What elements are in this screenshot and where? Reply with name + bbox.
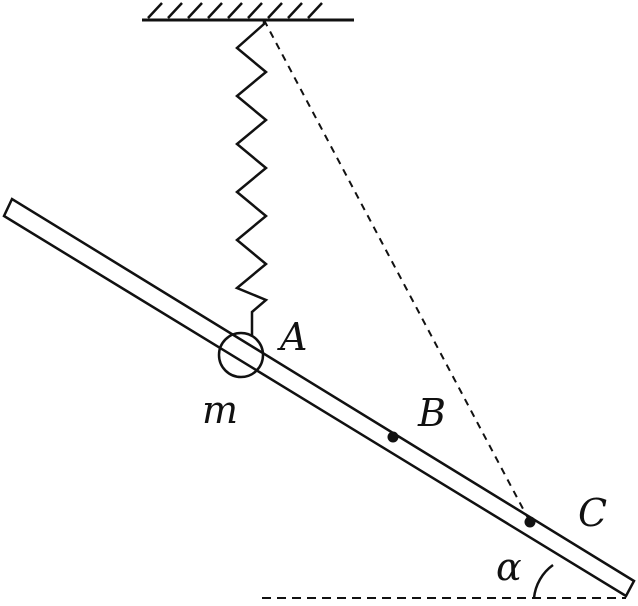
dashed-line-to-c: [263, 19, 531, 523]
ring-mass: [217, 331, 265, 379]
label-mass: m: [202, 388, 238, 432]
label-angle: α: [496, 545, 522, 589]
inclined-rod: [2, 197, 636, 598]
ceiling-support: [142, 2, 354, 22]
point-b-dot: [387, 431, 399, 443]
label-a: A: [277, 315, 307, 359]
label-c: C: [578, 491, 607, 535]
point-c-dot: [524, 516, 536, 528]
angle-arc: [532, 563, 554, 599]
spring: [234, 20, 269, 336]
ceiling-hatching: [147, 2, 323, 19]
label-b: B: [417, 391, 446, 435]
